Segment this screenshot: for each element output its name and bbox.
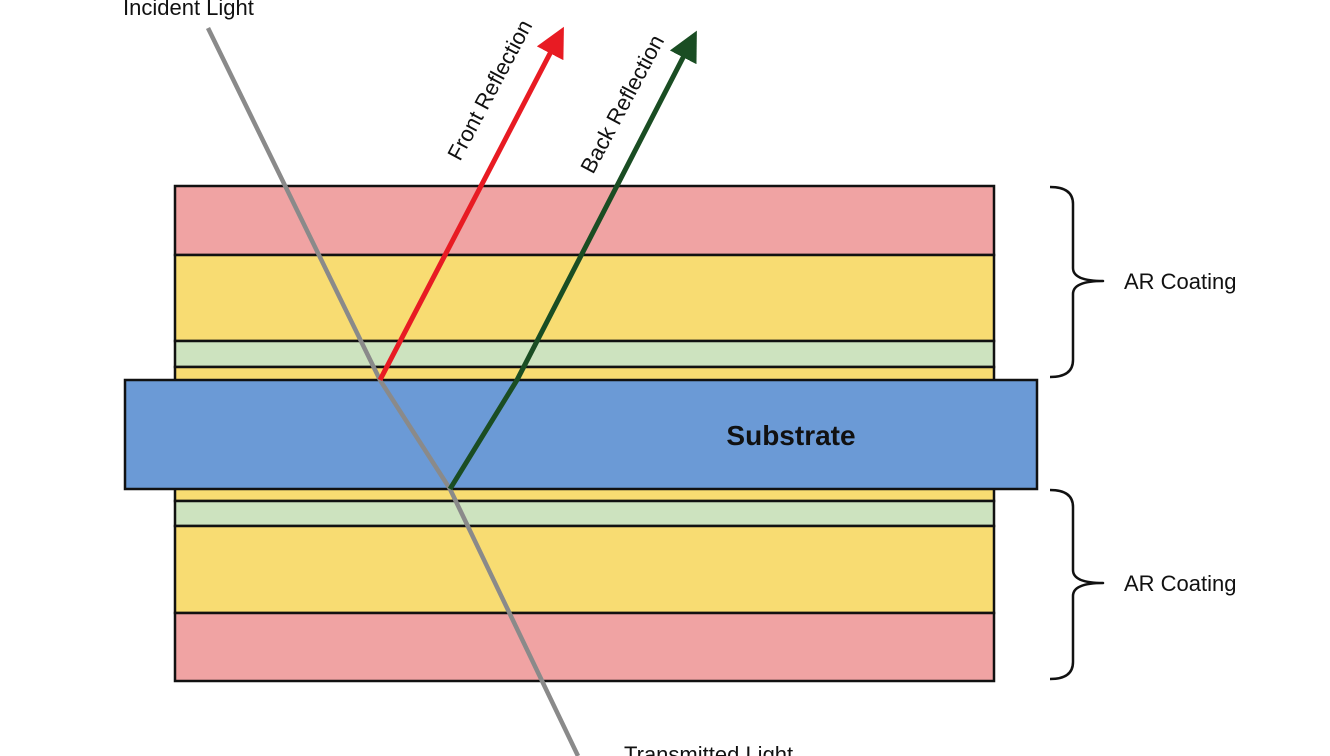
back-reflection-label: Back Reflection — [575, 31, 669, 178]
bottom-ar-coating-stack — [173, 486, 996, 683]
bottom-yellow-layer — [173, 524, 996, 615]
bottom-ar-coating-label: AR Coating — [1124, 571, 1237, 596]
bottom-pink-layer — [173, 611, 996, 683]
bottom-ar-coating-brace — [1049, 488, 1105, 681]
incident-ray — [205, 27, 581, 756]
top-yellow-layer — [173, 253, 996, 343]
transmitted-light-label: Transmitted Light — [624, 742, 793, 756]
front-reflection-label: Front Reflection — [442, 15, 537, 164]
substrate-layer — [123, 378, 1039, 491]
substrate-label: Substrate — [726, 420, 855, 451]
back-reflection-ray — [447, 30, 697, 491]
front-reflection-ray — [377, 26, 564, 382]
top-ar-coating-label: AR Coating — [1124, 269, 1237, 294]
top-ar-coating-stack — [173, 184, 996, 383]
top-green-layer — [173, 339, 996, 369]
top-ar-coating-brace — [1049, 185, 1105, 379]
bottom-green-layer — [173, 499, 996, 528]
incident-light-label: Incident Light — [123, 0, 254, 20]
